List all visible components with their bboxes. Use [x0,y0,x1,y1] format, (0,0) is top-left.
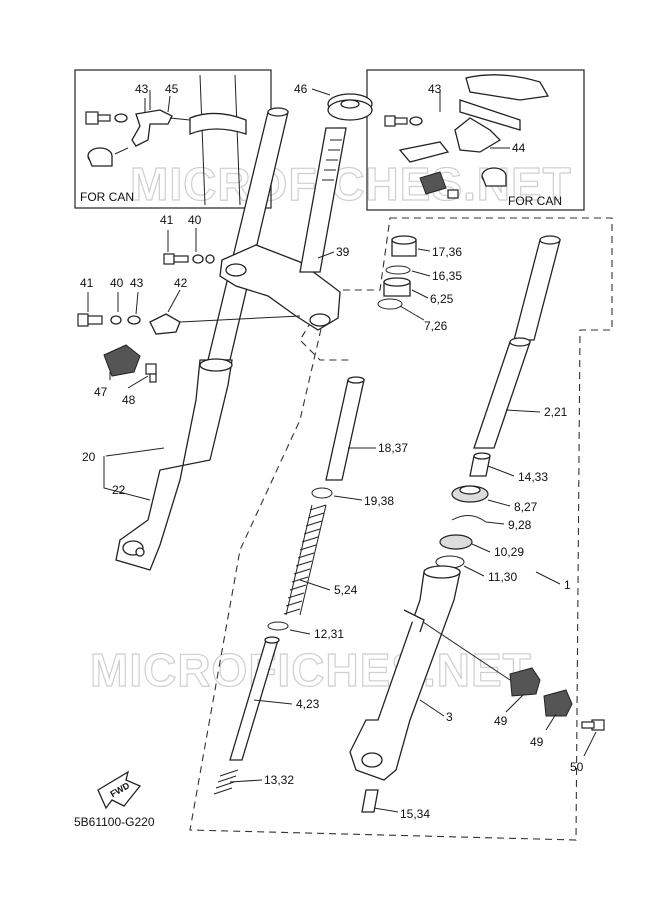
under-bracket [219,244,341,331]
exploded-view-boundary [189,217,613,841]
callout-45: 45 [165,82,179,96]
inset-left-bracket [131,109,173,147]
callout-43-inset-right: 43 [428,82,442,96]
spring-5 [283,504,327,616]
clip-9 [451,515,487,523]
callout-47: 47 [94,385,108,399]
callout-18-37: 18,37 [378,441,408,455]
inset-left: 43 45 FOR CAN [74,69,272,209]
inset-left-bolt [85,111,111,125]
callout-43-inset-left: 43 [135,82,149,96]
callout-13-32: 13,32 [264,773,294,787]
callout-8-27: 8,27 [514,500,538,514]
callout-1: 1 [564,578,571,592]
callout-41-upper: 41 [160,213,174,227]
bracket-42 [149,313,181,335]
o-ring-7 [377,298,403,310]
inset-right-bracket [454,117,502,153]
clamp-49-upper [509,667,541,697]
callout-16-35: 16,35 [432,269,462,283]
callout-22: 22 [112,483,126,497]
callout-39: 39 [336,245,350,259]
callout-11-30: 11,30 [488,570,517,584]
inset-right-caption: FOR CAN [508,194,562,208]
callout-19-38: 19,38 [364,494,394,508]
outer-tube-3 [349,571,461,781]
inner-tube-2 [473,341,531,449]
clamp-49-lower [543,689,573,717]
bolt-15 [361,789,379,813]
callout-10-29: 10,29 [494,545,524,559]
callout-3: 3 [446,710,453,724]
inner-tube-2-top [513,239,561,341]
spacer-18 [325,379,365,481]
callout-48: 48 [122,393,136,407]
callout-44: 44 [512,141,526,155]
watermark-bottom: MICROFICHES.NET [90,644,532,696]
fwd-arrow: FWD [97,770,142,810]
callout-41-lower: 41 [80,276,94,290]
assembled-fork [77,93,373,571]
fork-lower-body [115,359,233,571]
washer-43 [127,315,141,325]
washer-40-upper [192,254,204,264]
oil-seal-10 [439,534,473,550]
diagram-code: 5B61100-G220 [74,815,155,829]
ring-12 [267,621,289,631]
fork-upper-tube [207,111,289,361]
callout-14-33: 14,33 [518,470,548,484]
callout-50: 50 [570,760,584,774]
washer-19 [311,487,333,499]
callout-6-25: 6,25 [430,292,454,306]
callout-49-a: 49 [494,714,508,728]
callout-49-b: 49 [530,735,544,749]
callout-15-34: 15,34 [400,807,430,821]
bolt-48 [145,363,157,375]
callout-4-23: 4,23 [296,697,320,711]
callout-2-21: 2,21 [544,405,568,419]
callout-42: 42 [174,276,188,290]
circlip-16 [385,265,411,275]
clamp-47 [103,344,141,377]
steering-stem [299,127,347,273]
callout-40-upper: 40 [188,213,202,227]
inset-right: 43 44 FOR CAN [366,69,585,211]
rebound-spring-13 [213,769,239,795]
callout-5-24: 5,24 [334,583,358,597]
washer-40-lower [110,315,122,325]
callout-46: 46 [294,82,308,96]
callout-12-31: 12,31 [314,627,344,641]
bolt-41-lower [77,313,103,327]
inset-left-washer [114,113,128,123]
bolt-41-upper [163,253,189,265]
inset-left-caption: FOR CAN [80,190,134,204]
callout-7-26: 7,26 [424,319,448,333]
callout-43: 43 [130,276,144,290]
callout-40-lower: 40 [110,276,124,290]
callout-9-28: 9,28 [508,518,532,532]
callout-20: 20 [82,450,96,464]
callout-17-36: 17,36 [432,245,462,259]
